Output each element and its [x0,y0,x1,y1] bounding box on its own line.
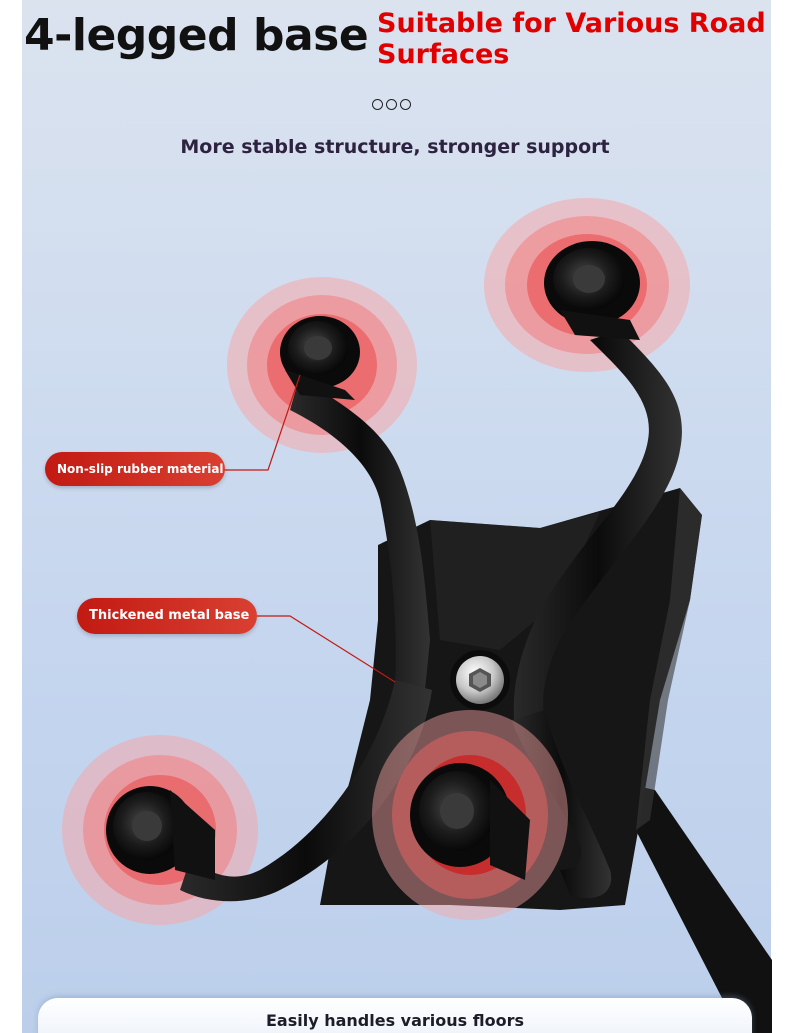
leg-bottom-left [180,680,432,902]
rubber-foot-top-left [280,316,360,400]
leg-bottom-right [512,710,612,899]
callout-rubber: Non-slip rubber material [45,452,225,486]
center-bolt [450,650,510,710]
leg-top-right [513,330,682,730]
dot-indicator [372,99,383,110]
tagline: More stable structure, stronger support [180,136,610,158]
page-title: 4-legged base [24,10,369,61]
footer-text: Easily handles various floors [265,1011,524,1030]
rubber-foot-top-right [544,241,640,340]
callout-metal: Thickened metal base [77,598,257,634]
page-subtitle: Suitable for Various Road Surfaces [377,8,766,70]
carousel-dots [372,98,420,112]
dot-indicator [386,99,397,110]
dot-indicator [400,99,411,110]
stand-pole [610,780,772,1033]
rubber-foot-bottom-center [410,763,530,880]
footer-card [38,998,752,1033]
leg-top-left [290,375,430,690]
leader-line-rubber [224,374,301,471]
rubber-foot-bottom-left [106,786,215,880]
leader-line-metal [257,615,396,683]
